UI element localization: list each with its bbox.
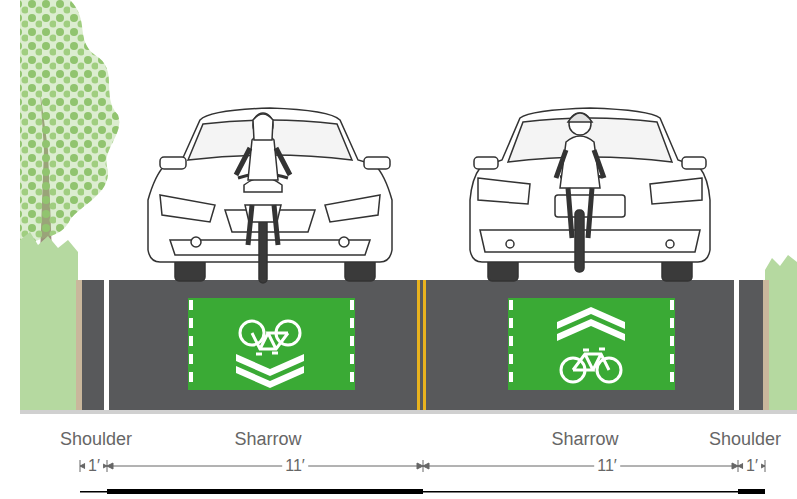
dimension: 1′ bbox=[743, 457, 761, 475]
scale-bar bbox=[80, 489, 765, 494]
sharrow-marking bbox=[508, 298, 675, 390]
cyclist bbox=[236, 113, 290, 283]
dimension: 11′ bbox=[282, 457, 308, 475]
part-name: Shoulder bbox=[709, 430, 781, 450]
car-front bbox=[148, 108, 392, 281]
tree bbox=[20, 0, 119, 255]
part-name: Sharrow bbox=[551, 430, 618, 450]
ground bbox=[20, 410, 797, 414]
dimension: 11′ bbox=[594, 457, 620, 475]
cyclist bbox=[556, 113, 604, 272]
edge-line bbox=[104, 280, 109, 410]
dimension-line bbox=[80, 460, 765, 472]
part-name: Sharrow bbox=[234, 430, 301, 450]
curb bbox=[763, 280, 769, 410]
grass bbox=[765, 255, 797, 410]
car-rear bbox=[470, 108, 710, 281]
dimension: 1′ bbox=[85, 457, 103, 475]
center-line bbox=[417, 280, 420, 410]
sharrow-marking bbox=[188, 298, 355, 390]
part-name: Shoulder bbox=[60, 430, 132, 450]
grass bbox=[20, 232, 78, 410]
asphalt bbox=[82, 280, 763, 410]
edge-line bbox=[734, 280, 739, 410]
center-line bbox=[423, 280, 426, 410]
curb bbox=[76, 280, 82, 410]
